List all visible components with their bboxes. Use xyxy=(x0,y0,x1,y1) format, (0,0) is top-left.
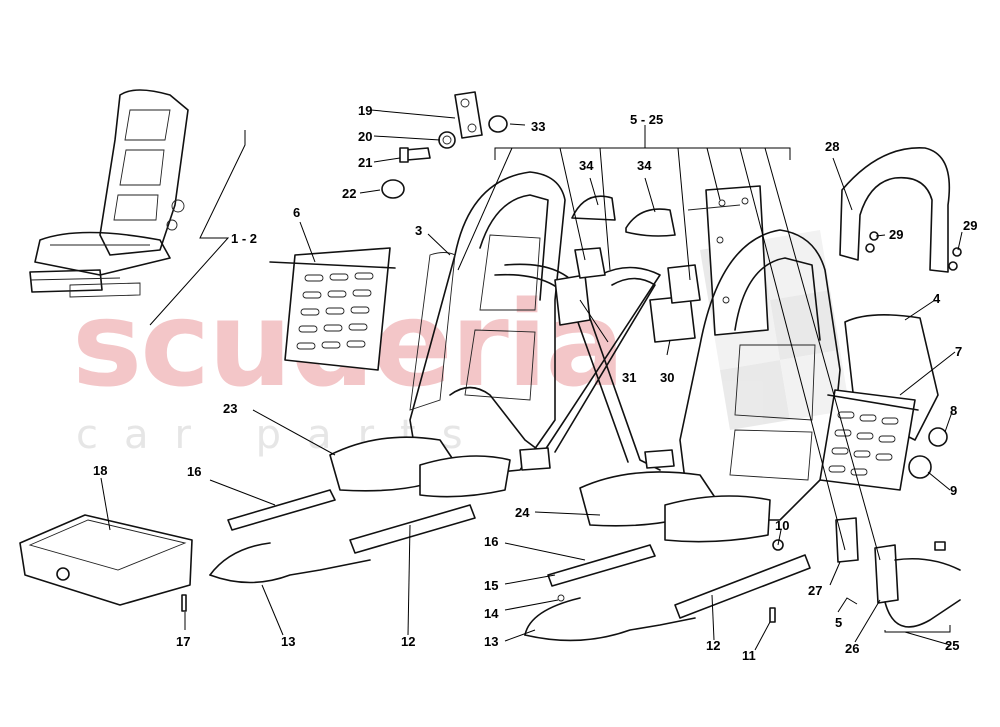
label-5-25: 5 - 25 xyxy=(630,112,663,127)
label-5: 5 xyxy=(835,615,842,630)
label-33: 33 xyxy=(531,119,545,134)
label-31: 31 xyxy=(622,370,636,385)
label-6: 6 xyxy=(293,205,300,220)
belt-buckle-assembly xyxy=(835,517,961,628)
seat-rails-right xyxy=(524,539,811,642)
knob-small xyxy=(928,427,948,447)
right-back-panel xyxy=(819,389,919,491)
label-15: 15 xyxy=(484,578,498,593)
label-26: 26 xyxy=(845,641,859,656)
label-22: 22 xyxy=(342,186,356,201)
label-34-right: 34 xyxy=(637,158,652,173)
label-13-left: 13 xyxy=(281,634,295,649)
label-3: 3 xyxy=(415,223,422,238)
label-4: 4 xyxy=(933,291,941,306)
seat-back-panel xyxy=(269,247,396,371)
right-seat-shell xyxy=(579,229,939,543)
callout-labels: 1 - 2 3 4 5 - 25 5 6 7 8 9 10 11 12 12 1… xyxy=(93,103,977,663)
roll-bar-cover xyxy=(839,147,962,273)
label-27: 27 xyxy=(808,583,822,598)
label-16-right: 16 xyxy=(484,534,498,549)
label-13-right: 13 xyxy=(484,634,498,649)
storage-tray xyxy=(19,514,193,612)
label-30: 30 xyxy=(660,370,674,385)
label-9: 9 xyxy=(950,483,957,498)
label-28: 28 xyxy=(825,139,839,154)
complete-seat-thumbnail xyxy=(29,89,189,298)
seatbelt-harness xyxy=(449,247,701,471)
label-20: 20 xyxy=(358,129,372,144)
label-14: 14 xyxy=(484,606,499,621)
label-10: 10 xyxy=(775,518,789,533)
harness-mount-plate xyxy=(687,185,769,336)
label-7: 7 xyxy=(955,344,962,359)
mounting-hardware xyxy=(381,91,508,199)
knob-large xyxy=(908,455,932,479)
label-21: 21 xyxy=(358,155,372,170)
label-1-2: 1 - 2 xyxy=(231,231,257,246)
label-12-right: 12 xyxy=(706,638,720,653)
label-34-left: 34 xyxy=(579,158,594,173)
label-17: 17 xyxy=(176,634,190,649)
label-24: 24 xyxy=(515,505,530,520)
cover-right xyxy=(625,208,676,237)
label-23: 23 xyxy=(223,401,237,416)
label-16-left: 16 xyxy=(187,464,201,479)
label-12-left: 12 xyxy=(401,634,415,649)
label-8: 8 xyxy=(950,403,957,418)
label-18: 18 xyxy=(93,463,107,478)
label-25: 25 xyxy=(945,638,959,653)
seat-bracket-line xyxy=(149,130,246,326)
label-29-right: 29 xyxy=(963,218,977,233)
leader-lines xyxy=(100,109,963,651)
label-19: 19 xyxy=(358,103,372,118)
seat-rails-left xyxy=(209,489,476,584)
label-11: 11 xyxy=(742,648,756,663)
label-29-left: 29 xyxy=(889,227,903,242)
cover-left xyxy=(571,195,616,221)
